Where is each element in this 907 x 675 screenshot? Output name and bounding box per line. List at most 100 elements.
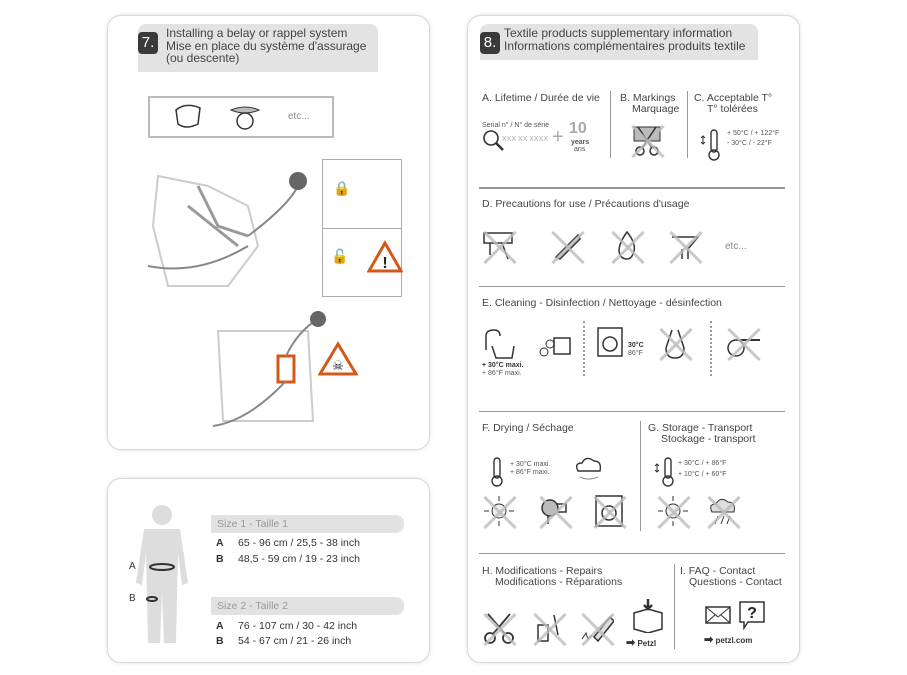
magnifier-icon <box>483 130 504 151</box>
section-number: 7. <box>138 32 158 54</box>
lifetime-years: 10 <box>569 120 587 137</box>
svg-text:!: ! <box>382 255 387 272</box>
lock-icon: 🔒 <box>333 180 351 196</box>
no-sewing-icon <box>532 611 566 645</box>
markings-title-2: Marquage <box>632 103 680 115</box>
storage-title-1: G. Storage - Transport <box>648 422 753 434</box>
svg-text:?: ? <box>747 605 757 622</box>
envelope-icon <box>704 604 738 638</box>
section-7-panel: 7. Installing a belay or rappel system M… <box>107 15 430 450</box>
devices-box: etc... <box>148 96 334 138</box>
serial-value: XXX XX XXXX <box>502 136 548 143</box>
washing-machine-icon <box>596 326 630 360</box>
temp-min: - 30°C / - 22°F <box>727 140 772 147</box>
section-title-en: Installing a belay or rappel system <box>166 26 348 40</box>
section-title-fr: Mise en place du système d'assurage <box>166 39 367 53</box>
devices-etc: etc... <box>288 111 310 122</box>
faq-title-2: Questions - Contact <box>689 576 782 588</box>
measure-b-label: B <box>129 593 136 604</box>
section-title-fr2: (ou descente) <box>166 51 240 65</box>
faq-title-1: I. FAQ - Contact <box>680 565 756 577</box>
no-tumble-dry-icon <box>592 494 626 528</box>
no-fire-icon <box>610 229 644 263</box>
divider <box>479 553 785 554</box>
divider <box>479 187 785 189</box>
no-rain-icon <box>706 494 740 528</box>
divider <box>640 421 641 531</box>
divider <box>479 286 785 287</box>
warning-icon: ! <box>367 240 403 273</box>
svg-text:☠: ☠ <box>332 358 344 373</box>
belay-plate-icon <box>229 106 261 130</box>
no-chemicals-icon <box>668 229 702 263</box>
size-2-title: Size 2 - Taille 2 <box>211 597 404 615</box>
divider <box>674 564 675 649</box>
temperature-title-2: T° tolérées <box>707 103 758 115</box>
no-cutting-label-icon <box>630 123 664 157</box>
section-title-en: Textile products supplementary informati… <box>504 26 733 40</box>
section-number: 8. <box>480 32 500 54</box>
divider <box>687 91 688 158</box>
no-marker-icon <box>580 611 616 645</box>
question-icon: ? <box>738 600 772 634</box>
temperature-title-1: C. Acceptable T° <box>694 92 773 104</box>
lifetime-title: A. Lifetime / Durée de vie <box>482 92 600 104</box>
storage-title-2: Stockage - transport <box>661 433 756 445</box>
body-silhouette-icon <box>136 505 188 643</box>
section-8-panel: 8. Textile products supplementary inform… <box>467 15 800 663</box>
drying-temp-f: + 86°F maxi. <box>510 469 550 476</box>
storage-temp-max: + 30°C / + 86°F <box>678 460 727 467</box>
machine-wash-temp-c: 30°C <box>628 342 644 349</box>
divider <box>479 411 785 412</box>
no-pressure-washer-icon <box>726 326 760 360</box>
machine-wash-temp-f: 86°F <box>628 350 643 357</box>
section-7-header <box>138 24 378 72</box>
no-knife-icon <box>550 229 584 263</box>
no-sun-icon <box>656 494 690 528</box>
thermometer-icon <box>654 457 674 487</box>
no-bleach-icon <box>658 326 692 360</box>
precautions-title: D. Precautions for use / Précautions d'u… <box>482 198 690 210</box>
section-8-header <box>480 24 758 60</box>
contact-website[interactable]: ➡ petzl.com <box>704 634 753 646</box>
harness-rappel-illustration <box>212 311 326 427</box>
drying-temp-c: + 30°C maxi. <box>510 461 551 468</box>
precautions-etc: etc... <box>725 241 747 252</box>
cleaning-title: E. Cleaning - Disinfection / Nettoyage -… <box>482 297 722 309</box>
danger-warning-icon: ☠ <box>318 341 358 376</box>
no-hairdryer-icon <box>538 494 572 528</box>
section-title-fr: Informations complémentaires produits te… <box>504 39 746 53</box>
thermometer-icon <box>491 457 503 487</box>
unlock-icon: 🔓 <box>331 248 349 264</box>
soap-icon <box>538 328 572 362</box>
plus-sign: + <box>552 126 564 148</box>
temp-max: + 50°C / + 122°F <box>727 130 780 137</box>
arrow-right-icon: ➡ <box>626 637 636 649</box>
size-1-title: Size 1 - Taille 1 <box>211 515 404 533</box>
belay-device-icon <box>175 104 201 128</box>
years-fr: ans <box>574 146 586 153</box>
hand-wash-temp-f: + 86°F maxi. <box>482 370 522 377</box>
divider <box>583 321 585 376</box>
hand-wash-temp-c: + 30°C maxi. <box>482 362 524 369</box>
no-scissors-icon <box>482 611 516 645</box>
no-sharp-edge-icon <box>482 229 516 263</box>
air-dry-icon <box>572 455 606 489</box>
divider <box>710 321 712 376</box>
modifications-title-2: Modifications - Réparations <box>495 576 623 588</box>
lock-check-box: 🔒 🔓 ! <box>322 159 403 297</box>
years-en: years <box>571 139 590 146</box>
markings-title-1: B. Markings <box>620 92 676 104</box>
thermometer-icon <box>700 129 720 161</box>
divider <box>610 91 611 158</box>
serial-label: Serial n° / N° de série <box>482 122 550 129</box>
hand-wash-icon <box>482 326 516 360</box>
return-box-icon <box>628 599 663 634</box>
drying-title: F. Drying / Séchage <box>482 422 574 434</box>
return-petzl: ➡ Petzl <box>626 637 657 649</box>
modifications-title-1: H. Modifications - Repairs <box>482 565 603 577</box>
